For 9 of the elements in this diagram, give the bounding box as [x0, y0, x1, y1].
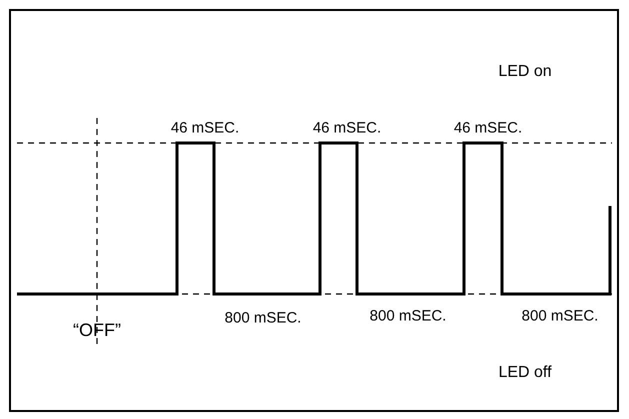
duration-label: 800 mSEC. [224, 310, 302, 326]
duration-label: 800 mSEC. [370, 308, 446, 324]
marker-label: “OFF” [73, 321, 121, 339]
state-label: LED on [498, 64, 552, 80]
state-label: LED off [498, 365, 552, 381]
duration-label: 46 mSEC. [170, 120, 240, 136]
duration-label: 800 mSEC. [522, 308, 598, 324]
duration-label: 46 mSEC. [454, 120, 522, 136]
duration-label: 46 mSEC. [312, 120, 382, 136]
